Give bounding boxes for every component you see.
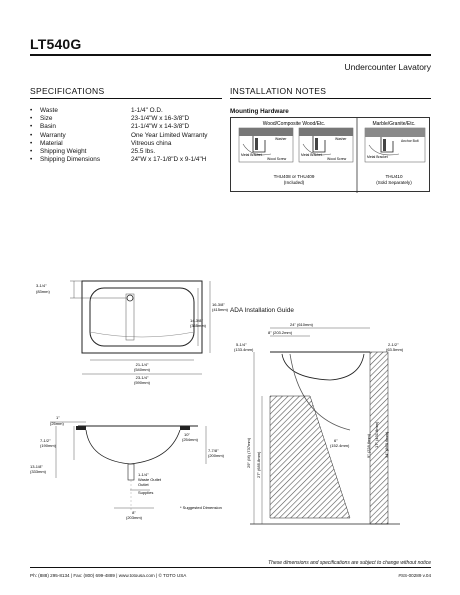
svg-text:23-1/4": 23-1/4" xyxy=(136,375,149,380)
installation-rule xyxy=(230,98,431,99)
svg-text:7-1/2": 7-1/2" xyxy=(40,438,51,443)
svg-text:7-7/8": 7-7/8" xyxy=(208,448,219,453)
svg-text:Outlet: Outlet xyxy=(138,482,150,487)
svg-text:14-3/8": 14-3/8" xyxy=(190,318,203,323)
svg-text:29" (M) (737mm): 29" (M) (737mm) xyxy=(246,437,251,468)
ada-installation-drawing: 24" (610mm) 8" (203.2mm) 5-1/4" (133.4mm… xyxy=(234,322,404,525)
svg-text:9" (228.6mm): 9" (228.6mm) xyxy=(366,433,371,458)
installation-heading: INSTALLATION NOTES xyxy=(230,86,327,96)
svg-text:1-1/4": 1-1/4" xyxy=(138,472,149,477)
svg-text:(152.4mm): (152.4mm) xyxy=(330,443,350,448)
svg-text:Wood Screw: Wood Screw xyxy=(267,157,287,161)
disclaimer: These dimensions and specifications are … xyxy=(268,560,431,566)
svg-text:(83mm): (83mm) xyxy=(36,289,50,294)
svg-text:* Suggested Dimension: * Suggested Dimension xyxy=(180,505,222,510)
svg-text:21-1/4": 21-1/4" xyxy=(136,362,149,367)
svg-text:(333mm): (333mm) xyxy=(30,469,47,474)
svg-text:Marble/Granite/Etc.: Marble/Granite/Etc. xyxy=(372,121,415,127)
svg-text:THU410: THU410 xyxy=(385,174,403,179)
svg-text:Metal Bracket: Metal Bracket xyxy=(367,155,388,159)
svg-text:Metal Bracket: Metal Bracket xyxy=(241,153,262,157)
svg-text:(590mm): (590mm) xyxy=(134,380,151,385)
svg-text:(133.4mm): (133.4mm) xyxy=(234,347,254,352)
mounting-hardware-diagram: Wood/Composite Wood/Etc. Marble/Granite/… xyxy=(238,118,426,193)
svg-text:(203mm): (203mm) xyxy=(126,515,143,520)
svg-text:(63.5mm): (63.5mm) xyxy=(386,347,404,352)
specifications-rule xyxy=(30,98,222,99)
svg-text:10": 10" xyxy=(184,432,190,437)
svg-text:24" (610mm): 24" (610mm) xyxy=(290,322,314,327)
top-view-drawing: 3-1/4" (83mm) 16-3/8" (415mm) 14-3/8" (3… xyxy=(36,280,229,385)
svg-text:13-1/8": 13-1/8" xyxy=(30,464,43,469)
svg-text:Washer: Washer xyxy=(335,137,347,141)
svg-text:(540mm): (540mm) xyxy=(134,367,151,372)
model-number: LT540G xyxy=(30,36,82,52)
svg-text:16-3/8": 16-3/8" xyxy=(212,302,225,307)
svg-text:27" (685.8mm): 27" (685.8mm) xyxy=(256,451,261,478)
svg-text:1": 1" xyxy=(56,415,60,420)
mounting-hardware-title: Mounting Hardware xyxy=(230,108,289,115)
svg-text:Waste Outlet: Waste Outlet xyxy=(138,477,162,482)
header-rule xyxy=(30,54,431,56)
svg-text:8" (203.2mm): 8" (203.2mm) xyxy=(268,330,293,335)
svg-text:(415mm): (415mm) xyxy=(212,307,229,312)
svg-text:(25mm): (25mm) xyxy=(50,421,64,426)
footer-rule xyxy=(30,567,431,568)
svg-text:Metal Bracket: Metal Bracket xyxy=(301,153,322,157)
svg-text:(Included): (Included) xyxy=(284,180,305,185)
svg-text:(190mm): (190mm) xyxy=(40,443,57,448)
svg-text:Washer: Washer xyxy=(275,137,287,141)
svg-text:8": 8" xyxy=(132,510,136,515)
svg-text:(Sold Separately): (Sold Separately) xyxy=(376,180,412,185)
svg-text:Wood Screw: Wood Screw xyxy=(327,157,347,161)
svg-text:17" (431.8mm): 17" (431.8mm) xyxy=(374,421,379,448)
document-code: #SS-00289 v.04 xyxy=(398,573,431,578)
svg-text:34" (863.6mm): 34" (863.6mm) xyxy=(384,431,389,458)
svg-text:Wood/Composite Wood/Etc.: Wood/Composite Wood/Etc. xyxy=(263,121,326,127)
svg-text:(200mm): (200mm) xyxy=(208,453,225,458)
svg-text:5-1/4": 5-1/4" xyxy=(236,342,247,347)
svg-text:(365mm): (365mm) xyxy=(190,323,207,328)
specifications-heading: SPECIFICATIONS xyxy=(30,86,105,96)
svg-text:Anchor Bolt: Anchor Bolt xyxy=(401,139,419,143)
svg-text:2-1/2": 2-1/2" xyxy=(388,342,399,347)
mounting-hardware-box: Wood/Composite Wood/Etc. Marble/Granite/… xyxy=(230,117,430,193)
svg-text:3-1/4": 3-1/4" xyxy=(36,283,47,288)
svg-text:Supplies: Supplies xyxy=(138,490,153,495)
ada-guide-title: ADA Installation Guide xyxy=(230,307,294,314)
svg-text:(254mm): (254mm) xyxy=(182,437,199,442)
footer-contact: Ph: (888) 295-8134 | Fax: (800) 699-4889… xyxy=(30,573,187,578)
section-view-drawing: 1" (25mm) 7-1/2" (190mm) 13-1/8" (333mm)… xyxy=(30,415,225,520)
svg-text:6": 6" xyxy=(334,438,338,443)
product-subtitle: Undercounter Lavatory xyxy=(344,62,431,72)
svg-text:THU408 or THU409: THU408 or THU409 xyxy=(274,174,315,179)
